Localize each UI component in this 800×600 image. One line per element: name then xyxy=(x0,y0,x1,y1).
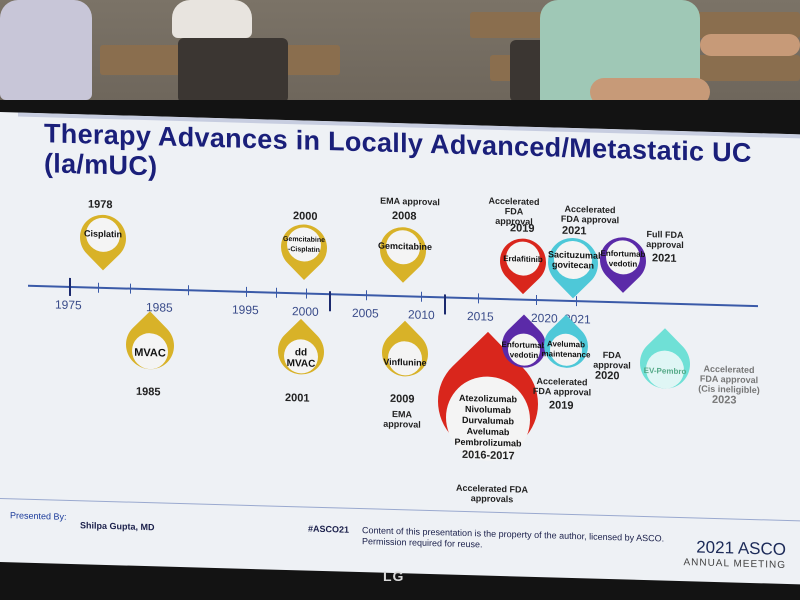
attendee-arm xyxy=(700,34,800,56)
logo-sub: ANNUAL MEETING xyxy=(683,557,786,571)
timeline-tick xyxy=(188,285,189,296)
drug-label: Cisplatin xyxy=(83,228,122,240)
drug-label: MVAC xyxy=(134,346,166,360)
timeline-tick xyxy=(366,290,367,301)
drug-label: Sacituzumab govitecan xyxy=(548,249,604,271)
year-label: 2005 xyxy=(352,305,379,321)
timeline-tick xyxy=(576,296,577,307)
approval-note: Accelerated FDA approvals xyxy=(455,482,529,505)
event-year: 2019 xyxy=(510,222,535,235)
timeline-axis xyxy=(28,284,758,308)
event-year: 2020 xyxy=(595,369,620,383)
timeline-tick xyxy=(130,283,131,294)
disclaimer: Content of this presentation is the prop… xyxy=(362,525,665,550)
asco-logo: 2021 ASCO ANNUAL MEETING xyxy=(683,537,786,574)
year-label: 1975 xyxy=(55,297,82,313)
timeline-tick xyxy=(306,288,307,299)
year-label: 2010 xyxy=(408,307,435,323)
year-label: 2000 xyxy=(292,304,319,319)
chair xyxy=(178,38,288,103)
timeline-tick xyxy=(536,294,537,305)
year-label: 2020 xyxy=(531,310,558,326)
event-year: 2021 xyxy=(562,224,587,238)
approval-note: EMA approval xyxy=(380,195,440,208)
presented-by-label: Presented By: xyxy=(10,510,67,522)
event-year: 2023 xyxy=(712,393,737,407)
approval-note: EMA approval xyxy=(383,408,421,430)
timeline-marker xyxy=(69,277,71,296)
event-year: 2009 xyxy=(390,392,415,406)
timeline-marker xyxy=(329,291,331,312)
year-label: 2015 xyxy=(467,309,494,324)
drug-label: Gemcitabine -Cisplatin xyxy=(282,235,325,254)
event-year: 1978 xyxy=(88,198,113,212)
timeline-marker xyxy=(444,294,446,315)
timeline-tick xyxy=(421,291,422,302)
presenter-name: Shilpa Gupta, MD xyxy=(80,520,155,533)
monitor-brand-logo: LG xyxy=(383,568,405,584)
event-year: 2008 xyxy=(392,209,417,223)
timeline-tick xyxy=(276,287,277,298)
event-year: 2019 xyxy=(549,399,574,413)
drug-label: Vinflunine xyxy=(383,356,427,368)
drug-list: Atezolizumab Nivolumab Durvalumab Avelum… xyxy=(454,392,522,449)
approval-note: Accelerated FDA approval (Cis ineligible… xyxy=(698,363,760,396)
drug-label: dd MVAC xyxy=(286,347,316,370)
drug-label: EV-Pembro xyxy=(643,365,687,377)
drug-label: Enfortumab vedotin xyxy=(600,248,646,269)
event-year: 2001 xyxy=(285,391,310,405)
drug-label: Erdafitinib xyxy=(503,254,543,265)
approval-note: Accelerated FDA approval xyxy=(560,203,620,226)
timeline-tick xyxy=(478,293,479,304)
event-year: 2000 xyxy=(293,210,318,223)
attendee-left xyxy=(0,0,92,100)
footer-divider xyxy=(0,498,800,522)
approval-note: FDA approval xyxy=(593,349,631,371)
timeline-tick xyxy=(98,282,99,293)
hashtag: #ASCO21 xyxy=(308,523,350,535)
drug-label: Avelumab maintenance xyxy=(541,339,591,360)
drug-label: Gemcitabine xyxy=(378,240,433,253)
approval-note: Accelerated FDA approval xyxy=(532,375,592,398)
event-year: 1985 xyxy=(136,385,161,399)
timeline-tick xyxy=(246,286,247,297)
attendee-center xyxy=(172,0,252,38)
presentation-slide: Therapy Advances in Locally Advanced/Met… xyxy=(0,112,800,585)
year-label: 1995 xyxy=(232,302,259,318)
event-year: 2016-2017 xyxy=(462,448,515,463)
approval-note: Full FDA approval xyxy=(646,229,684,251)
event-year: 2021 xyxy=(652,252,677,265)
